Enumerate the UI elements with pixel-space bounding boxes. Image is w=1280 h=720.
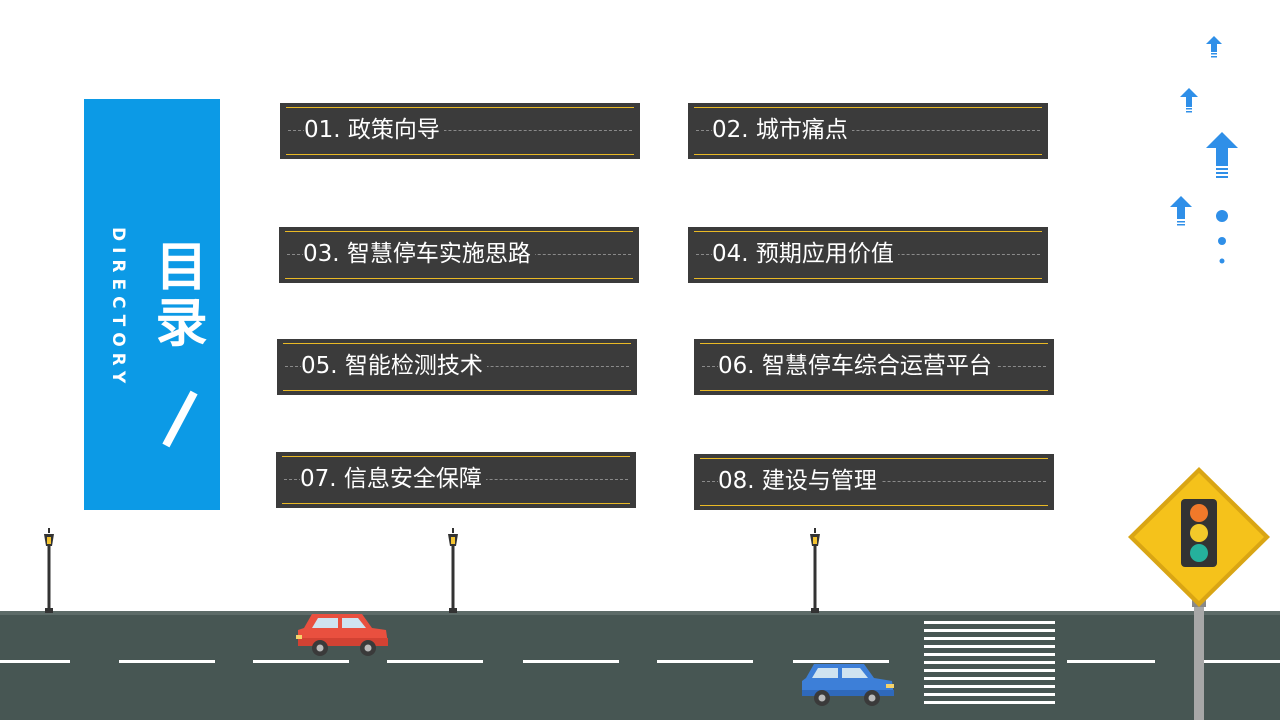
- page-title: 目录: [146, 239, 206, 351]
- road: [0, 611, 1280, 720]
- street-lamp-icon: [810, 528, 820, 613]
- menu-item-05[interactable]: 05. 智能检测技术: [277, 339, 637, 395]
- menu-item-07[interactable]: 07. 信息安全保障: [276, 452, 636, 508]
- menu-item-label: 03. 智慧停车实施思路: [303, 238, 535, 270]
- menu-item-03[interactable]: 03. 智慧停车实施思路: [279, 227, 639, 283]
- lane-marking: [523, 660, 619, 663]
- title-panel: 目录 DIRECTORY: [84, 99, 220, 510]
- lane-marking: [1203, 660, 1280, 663]
- road-edge: [0, 611, 1280, 615]
- menu-item-06[interactable]: 06. 智慧停车综合运营平台: [694, 339, 1054, 395]
- menu-item-02[interactable]: 02. 城市痛点: [688, 103, 1048, 159]
- lane-marking: [119, 660, 215, 663]
- lane-marking: [253, 660, 349, 663]
- street-lamp-icon: [44, 528, 54, 613]
- menu-item-label: 04. 预期应用价值: [712, 238, 898, 270]
- up-arrow-icon: [1206, 132, 1238, 178]
- dot-icon: [1216, 210, 1228, 222]
- title-slash-decoration: [162, 390, 198, 448]
- menu-item-01[interactable]: 01. 政策向导: [280, 103, 640, 159]
- menu-item-label: 01. 政策向导: [304, 114, 444, 146]
- dot-icon: [1219, 258, 1225, 264]
- menu-item-label: 08. 建设与管理: [718, 465, 881, 497]
- page-subtitle: DIRECTORY: [108, 227, 128, 390]
- lane-marking: [793, 660, 889, 663]
- up-arrow-icon: [1180, 88, 1198, 113]
- lane-marking: [387, 660, 483, 663]
- red-car-icon: [296, 614, 388, 656]
- menu-item-08[interactable]: 08. 建设与管理: [694, 454, 1054, 510]
- blue-car-icon: [802, 664, 894, 706]
- lane-marking: [1067, 660, 1155, 663]
- dot-icon: [1218, 237, 1226, 245]
- street-lamp-icon: [448, 528, 458, 613]
- menu-item-label: 06. 智慧停车综合运营平台: [718, 350, 996, 382]
- traffic-light-sign-icon: [1128, 467, 1270, 720]
- menu-item-04[interactable]: 04. 预期应用价值: [688, 227, 1048, 283]
- menu-item-label: 05. 智能检测技术: [301, 350, 487, 382]
- decorative-arrows: [1170, 36, 1238, 264]
- lane-marking: [0, 660, 70, 663]
- menu-item-label: 02. 城市痛点: [712, 114, 852, 146]
- lane-marking: [657, 660, 753, 663]
- up-arrow-icon: [1206, 36, 1222, 58]
- menu-item-label: 07. 信息安全保障: [300, 463, 486, 495]
- up-arrow-icon: [1170, 196, 1192, 226]
